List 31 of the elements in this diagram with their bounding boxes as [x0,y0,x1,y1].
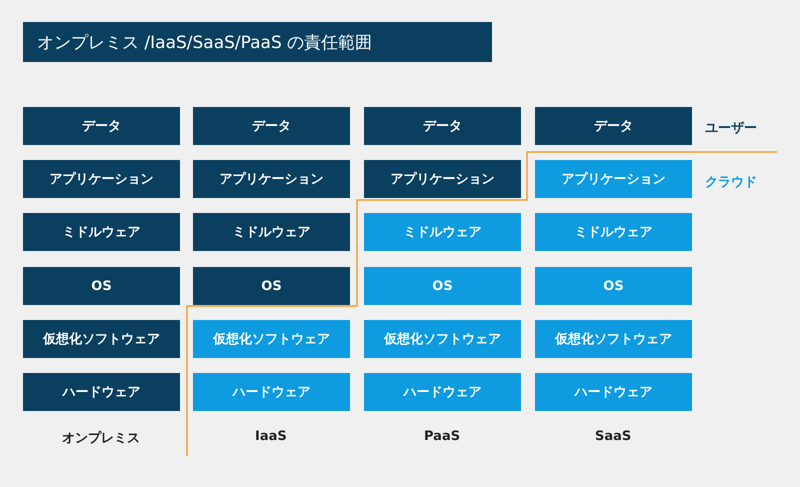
cloud-layer-box: 仮想化ソフトウェア [535,320,692,358]
cloud-layer-box: OS [364,267,521,305]
cloud-layer-box: ミドルウェア [364,213,521,251]
column-label: オンプレミス [62,430,140,447]
user-layer-box: ミドルウェア [193,213,350,251]
user-layer-box: アプリケーション [23,160,180,198]
column-label: SaaS [595,429,632,444]
cloud-layer-box: ハードウェア [193,373,350,411]
user-layer-box: アプリケーション [193,160,350,198]
column-label: IaaS [255,429,287,444]
cloud-layer-box: ハードウェア [535,373,692,411]
user-layer-box: ハードウェア [23,373,180,411]
cloud-layer-box: アプリケーション [535,160,692,198]
user-layer-box: アプリケーション [364,160,521,198]
user-layer-box: OS [193,267,350,305]
user-layer-box: データ [364,107,521,145]
responsibility-label: クラウド [705,174,757,191]
user-layer-box: 仮想化ソフトウェア [23,320,180,358]
responsibility-label: ユーザー [705,120,757,137]
user-layer-box: OS [23,267,180,305]
cloud-layer-box: ミドルウェア [535,213,692,251]
cloud-layer-box: 仮想化ソフトウェア [193,320,350,358]
cloud-layer-box: ハードウェア [364,373,521,411]
user-layer-box: データ [535,107,692,145]
title-banner: オンプレミス /IaaS/SaaS/PaaS の責任範囲 [23,22,492,62]
column-label: PaaS [424,429,460,444]
user-layer-box: データ [23,107,180,145]
cloud-layer-box: OS [535,267,692,305]
user-layer-box: データ [193,107,350,145]
cloud-layer-box: 仮想化ソフトウェア [364,320,521,358]
user-layer-box: ミドルウェア [23,213,180,251]
